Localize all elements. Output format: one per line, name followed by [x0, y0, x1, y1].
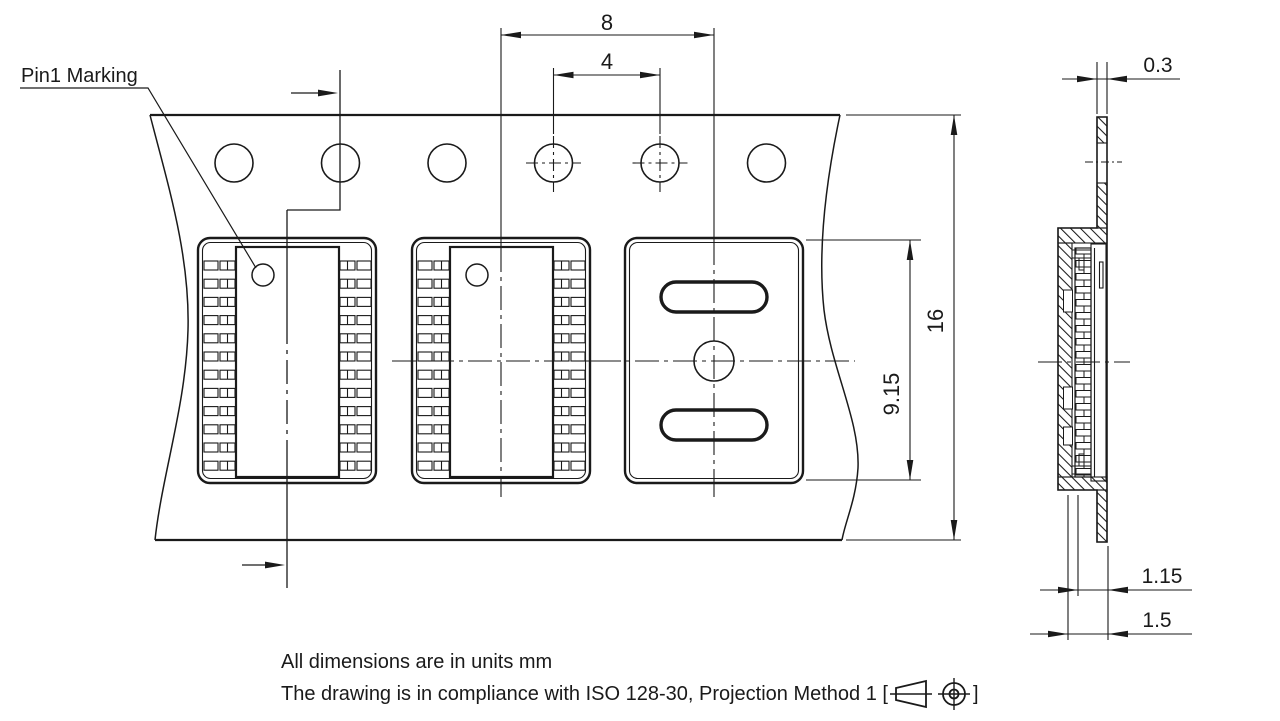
- note-compliance-text: The drawing is in compliance with ISO 12…: [281, 682, 888, 705]
- first-angle-projection-cone-icon: [889, 679, 932, 709]
- section-cut-line: [242, 70, 341, 588]
- dimension-sprocket-pitch-value: 4: [601, 49, 613, 74]
- tape-section-side-view: [1038, 116, 1130, 543]
- sprocket-holes: [214, 143, 787, 183]
- ic-leads-right: [340, 261, 371, 470]
- sprocket-hole: [746, 143, 787, 183]
- dimension-tape-width-value: 16: [923, 309, 948, 333]
- drawing-notes: All dimensions are in units mm The drawi…: [281, 648, 979, 711]
- dimension-pocket-depth: [1040, 495, 1192, 640]
- dimension-pocket-length: [806, 239, 921, 481]
- pin1-label: Pin1 Marking: [21, 65, 138, 87]
- sprocket-hole-center-marks: [526, 136, 688, 192]
- section-arrow-bottom: [265, 561, 285, 569]
- dimension-total-thickness-value: 1.5: [1142, 609, 1171, 632]
- ic-leads-left: [204, 261, 235, 470]
- dimension-sprocket-pitch: [552, 68, 661, 134]
- sprocket-hole: [214, 143, 254, 183]
- side-lead-detail: [1071, 249, 1092, 475]
- center-lines: [392, 28, 855, 497]
- ic-leads-right: [554, 261, 585, 470]
- dimension-cover-tape-thickness-value: 0.3: [1143, 54, 1172, 77]
- dimension-pocket-depth-value: 1.15: [1142, 565, 1183, 588]
- note-units: All dimensions are in units mm: [281, 651, 553, 673]
- dimension-pocket-pitch-value: 8: [601, 10, 613, 35]
- projection-target-icon: [937, 678, 970, 710]
- pin1-leader-line: [20, 87, 257, 269]
- note-compliance: The drawing is in compliance with ISO 12…: [281, 677, 979, 711]
- carrier-tape-top-view: [20, 28, 859, 588]
- dimension-pocket-pitch: [501, 31, 714, 39]
- side-center-lines: [1038, 161, 1130, 363]
- dimension-cover-tape-thickness: [1062, 62, 1180, 114]
- section-arrow-top: [318, 89, 338, 97]
- note-compliance-bracket: ]: [972, 682, 979, 705]
- pin1-marking-circle: [465, 263, 489, 287]
- dimension-pocket-length-value: 9.15: [879, 373, 904, 416]
- tape-right-break-line: [820, 114, 859, 541]
- ic-leads-left: [418, 261, 449, 470]
- dimension-total-thickness: [1030, 630, 1192, 638]
- sprocket-hole: [427, 143, 467, 183]
- pin1-marking-circle: [251, 263, 275, 287]
- side-wall-notches: [1063, 289, 1073, 446]
- dimension-tape-width: [846, 114, 961, 541]
- tape-left-break-line: [149, 114, 189, 541]
